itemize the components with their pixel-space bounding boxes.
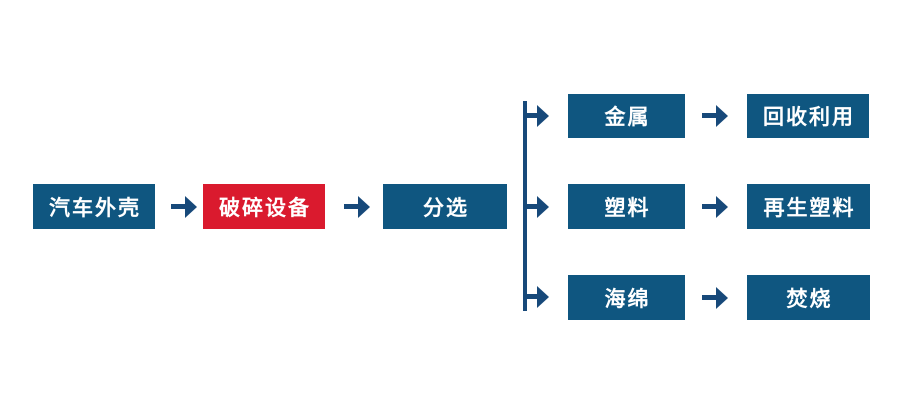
node-sponge: 海绵 [568, 275, 685, 320]
arrow-crusher-to-sorting-icon [344, 196, 370, 218]
node-crushing-equipment: 破碎设备 [203, 184, 325, 229]
node-car-shell: 汽车外壳 [33, 184, 155, 229]
branch-arrow-sponge-icon [523, 286, 549, 308]
node-plastic: 塑料 [568, 184, 685, 229]
arrow-plastic-to-regenerated-icon [702, 196, 728, 218]
node-sorting: 分选 [383, 184, 507, 229]
arrow-car-to-crusher-icon [171, 196, 197, 218]
node-metal: 金属 [568, 94, 685, 138]
arrow-sponge-to-incineration-icon [702, 287, 728, 309]
branch-arrow-plastic-icon [523, 196, 549, 218]
node-incineration: 焚烧 [747, 275, 870, 320]
node-recycled-plastic: 再生塑料 [747, 184, 870, 229]
node-recycling-use: 回收利用 [747, 94, 869, 138]
branch-arrow-metal-icon [523, 105, 549, 127]
arrow-metal-to-recycle-icon [702, 105, 728, 127]
